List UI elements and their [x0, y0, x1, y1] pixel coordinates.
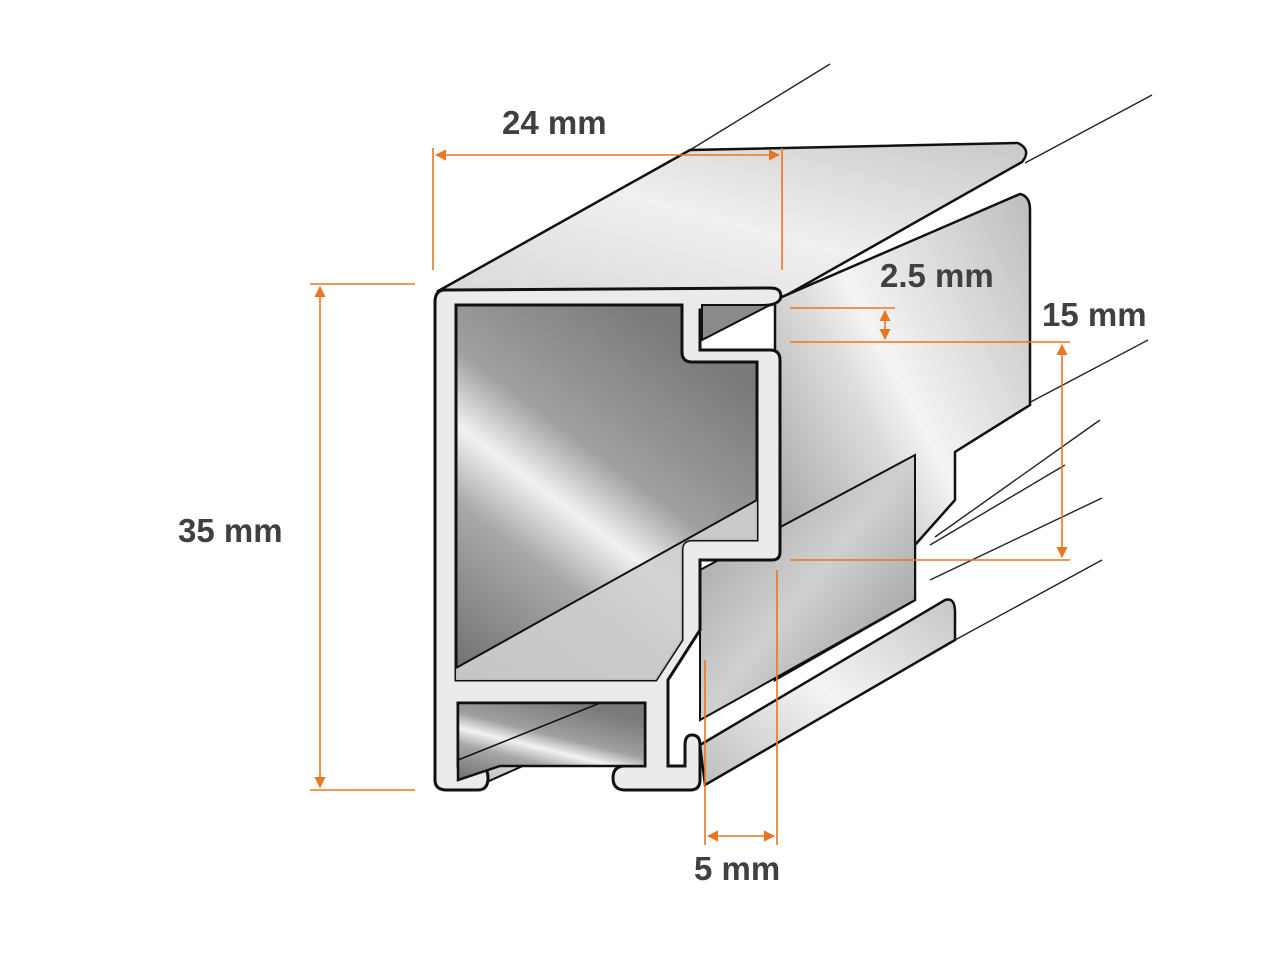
profile-lower-cavity — [456, 701, 647, 782]
lip-dimension-label: 2.5 mm — [880, 257, 994, 294]
width-dimension-label: 24 mm — [502, 104, 607, 141]
rebate-height-dimension-label: 15 mm — [1042, 296, 1147, 333]
extrusion-lines — [689, 63, 1153, 641]
profile-lower-lip — [698, 598, 957, 788]
height-dimension-label: 35 mm — [178, 512, 283, 549]
profile-top-face — [435, 141, 1028, 306]
rebate-width-dimension-label: 5 mm — [694, 850, 781, 887]
dimension-lines — [310, 148, 1070, 845]
